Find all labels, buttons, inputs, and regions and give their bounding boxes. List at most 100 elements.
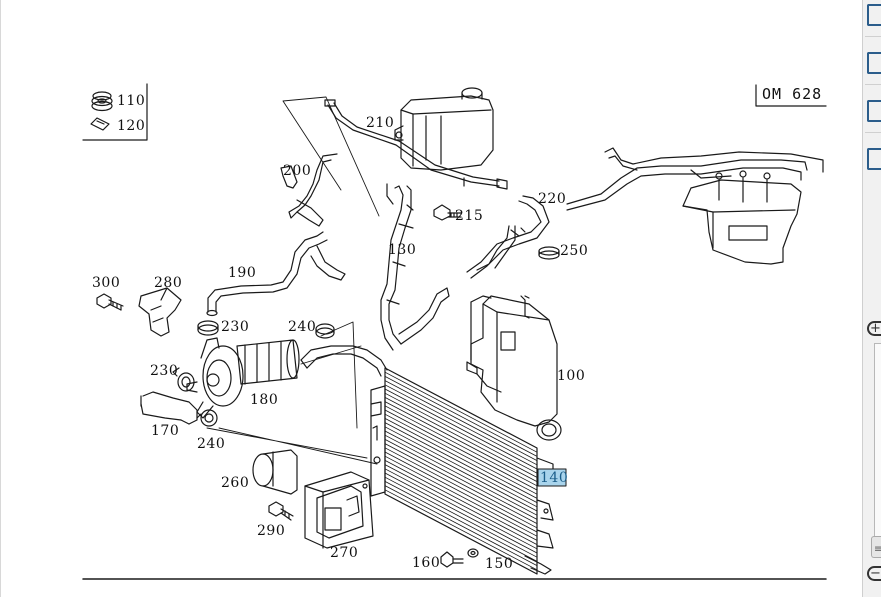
part-130-hose bbox=[380, 183, 450, 351]
part-210-hose bbox=[324, 99, 508, 190]
bookmark-icon[interactable] bbox=[867, 100, 881, 122]
radiator-fin bbox=[384, 472, 538, 554]
part-300-bolt bbox=[96, 293, 124, 311]
zoom-slider-thumb[interactable]: ≡ bbox=[871, 536, 881, 558]
radiator-fin bbox=[384, 485, 538, 566]
part-150-washer bbox=[467, 548, 479, 558]
radiator-fin bbox=[384, 380, 538, 462]
radiator-fin bbox=[384, 405, 538, 487]
part-240-lower-clamp bbox=[196, 409, 218, 427]
parts-diagram: 110 120 OM 628 bbox=[82, 83, 827, 580]
zoom-slider-track[interactable] bbox=[874, 343, 881, 549]
part-100-intercooler bbox=[466, 295, 562, 441]
label-210[interactable]: 210 bbox=[366, 115, 394, 131]
part-260-sleeve bbox=[252, 449, 298, 495]
part-210-expansion-tank bbox=[394, 87, 494, 171]
label-290[interactable]: 290 bbox=[257, 523, 285, 539]
radiator-fin bbox=[384, 455, 538, 537]
part-270-control-unit bbox=[304, 471, 374, 549]
radiator-fin bbox=[384, 413, 538, 495]
legend-label-120[interactable]: 120 bbox=[117, 118, 145, 134]
label-100[interactable]: 100 bbox=[557, 368, 585, 384]
label-230-upper[interactable]: 230 bbox=[221, 319, 249, 335]
engine-code-box: OM 628 bbox=[755, 84, 827, 107]
zoom-in-icon[interactable]: + bbox=[867, 321, 881, 336]
radiator-fin bbox=[384, 422, 538, 504]
part-200-hose bbox=[280, 153, 338, 227]
hose-to-radiator bbox=[300, 345, 388, 377]
save-icon[interactable] bbox=[867, 148, 881, 170]
side-toolbar: + ≡ − bbox=[862, 0, 881, 597]
radiator-fin bbox=[384, 464, 538, 545]
radiator-fin bbox=[384, 409, 538, 491]
radiator-fin bbox=[384, 430, 538, 512]
label-260[interactable]: 260 bbox=[221, 475, 249, 491]
label-180[interactable]: 180 bbox=[250, 392, 278, 408]
label-140-highlight bbox=[537, 468, 567, 487]
engine-code: OM 628 bbox=[762, 85, 822, 103]
part-labels: 100 130 140 150 160 170 180 190 200 210 … bbox=[92, 115, 588, 572]
part-140-radiator bbox=[370, 367, 554, 575]
part-290-bolt bbox=[268, 501, 294, 521]
radiator-fin bbox=[384, 417, 538, 499]
radiator-fin bbox=[384, 451, 538, 533]
label-190[interactable]: 190 bbox=[228, 265, 256, 281]
part-250-clamp bbox=[538, 246, 560, 260]
label-240-lower[interactable]: 240 bbox=[197, 436, 225, 452]
radiator-fin bbox=[384, 459, 538, 541]
label-130[interactable]: 130 bbox=[388, 242, 416, 258]
radiator-fin bbox=[384, 434, 538, 516]
label-270[interactable]: 270 bbox=[330, 545, 358, 561]
radiator-fin bbox=[384, 375, 538, 457]
print-icon[interactable] bbox=[867, 4, 881, 26]
part-230-upper-clamp bbox=[197, 320, 219, 336]
part-280-bracket bbox=[138, 287, 182, 337]
radiator-fin bbox=[384, 388, 538, 470]
radiator-fin bbox=[384, 401, 538, 483]
label-300[interactable]: 300 bbox=[92, 275, 120, 291]
toolbar-divider bbox=[865, 36, 881, 37]
part-220-hose bbox=[466, 147, 824, 279]
part-170-hose bbox=[140, 391, 198, 425]
radiator-fin bbox=[384, 480, 538, 562]
oil-cooler bbox=[682, 170, 802, 265]
legend-box: 110 120 bbox=[82, 83, 148, 141]
export-icon[interactable] bbox=[867, 52, 881, 74]
radiator-fin bbox=[384, 384, 538, 466]
label-150[interactable]: 150 bbox=[485, 556, 513, 572]
label-280[interactable]: 280 bbox=[154, 275, 182, 291]
part-190-hose bbox=[206, 231, 346, 317]
radiator-fin bbox=[384, 392, 538, 474]
clip-icon bbox=[90, 117, 110, 131]
label-215[interactable]: 215 bbox=[455, 208, 483, 224]
label-200[interactable]: 200 bbox=[283, 163, 311, 179]
label-220[interactable]: 220 bbox=[538, 191, 566, 207]
radiator-fin bbox=[384, 476, 538, 558]
label-230-lower[interactable]: 230 bbox=[150, 363, 178, 379]
connector-hoses bbox=[476, 225, 530, 319]
part-180-water-pump bbox=[186, 337, 300, 419]
radiator-fin bbox=[384, 426, 538, 508]
part-230-lower-clamp bbox=[172, 367, 195, 392]
label-170[interactable]: 170 bbox=[151, 423, 179, 439]
part-160-bolt bbox=[440, 551, 464, 568]
label-250[interactable]: 250 bbox=[560, 243, 588, 259]
zoom-thumb-grip: ≡ bbox=[874, 544, 881, 555]
legend-label-110[interactable]: 110 bbox=[117, 93, 145, 109]
part-240-upper-clamp bbox=[315, 323, 335, 339]
zoom-out-icon[interactable]: − bbox=[867, 566, 881, 581]
radiator-fin bbox=[384, 443, 538, 524]
gasket-stack-icon bbox=[91, 91, 113, 112]
label-240-upper[interactable]: 240 bbox=[288, 319, 316, 335]
radiator-fin bbox=[384, 447, 538, 529]
radiator-fin bbox=[384, 489, 538, 571]
label-160[interactable]: 160 bbox=[412, 555, 440, 571]
radiator-fin bbox=[384, 371, 538, 453]
diagram-viewer: 110 120 OM 628 bbox=[0, 0, 827, 597]
radiator-fin bbox=[384, 438, 538, 520]
radiator-fin bbox=[384, 468, 538, 550]
radiator-fin bbox=[384, 396, 538, 478]
toolbar-divider bbox=[865, 84, 881, 85]
part-215-bolt bbox=[433, 204, 462, 221]
label-140[interactable]: 140 bbox=[540, 470, 568, 486]
